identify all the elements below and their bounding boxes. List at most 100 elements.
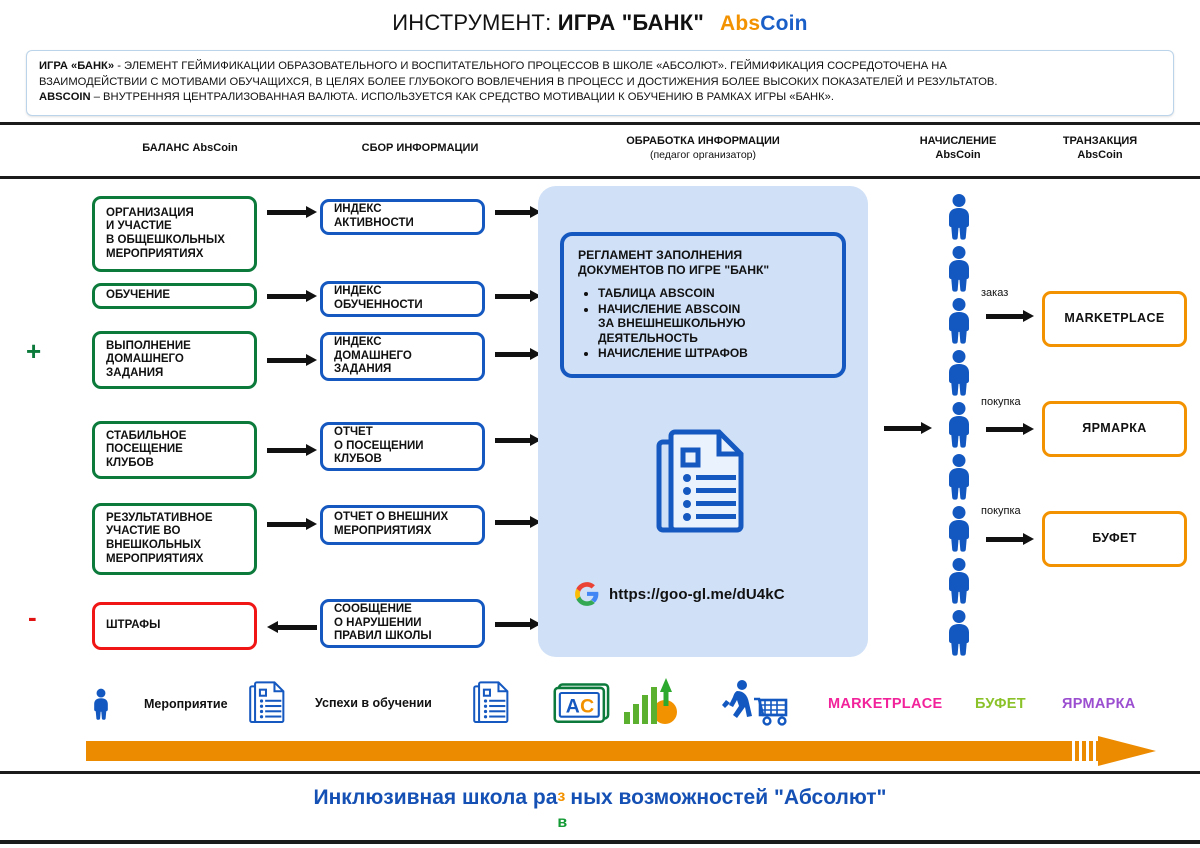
intro-line-3-rest: – ВНУТРЕННЯЯ ЦЕНТРАЛИЗОВАННАЯ ВАЛЮТА. ИС… — [90, 91, 834, 104]
regulations-title: РЕГЛАМЕНТ ЗАПОЛНЕНИЯ ДОКУМЕНТОВ ПО ИГРЕ … — [578, 248, 770, 277]
transaction-box-marketplace[interactable]: MARKETPLACE — [1042, 291, 1187, 347]
legend-strip: Мероприятие Успехи в обучении — [0, 676, 1200, 738]
footer-letter-v: в — [557, 814, 568, 831]
person-icon — [937, 297, 981, 344]
column-header-accrual-sub: AbsCoin — [935, 149, 981, 161]
info-box-homework-index[interactable]: ИНДЕКС ДОМАШНЕГО ЗАДАНИЯ — [320, 332, 485, 381]
intro-bold-abscoin: ABSCOIN — [39, 91, 91, 104]
person-icon — [937, 401, 981, 448]
column-header-balance: БАЛАНС AbsCoin — [60, 141, 320, 155]
regulations-item: ТАБЛИЦА ABSCOIN — [598, 286, 832, 301]
divider-top — [0, 122, 1200, 125]
balance-box-learning-label: ОБУЧЕНИЕ — [106, 289, 171, 302]
balance-box-homework-label: ВЫПОЛНЕНИЕ ДОМАШНЕГО ЗАДАНИЯ — [106, 339, 191, 379]
transaction-box-buffet-label: БУФЕТ — [1092, 531, 1137, 546]
google-g-icon — [575, 582, 599, 606]
arrow-panel-to-people — [884, 422, 932, 434]
balance-box-penalties-label: ШТРАФЫ — [106, 619, 161, 632]
shopper-cart-icon — [722, 680, 788, 726]
info-box-activity-index[interactable]: ИНДЕКС АКТИВНОСТИ — [320, 199, 485, 235]
divider-bottom — [0, 840, 1200, 844]
info-box-external-report-label: ОТЧЕТ О ВНЕШНИХ МЕРОПРИЯТИЯХ — [334, 511, 449, 537]
transaction-label-purchase-fair: покупка — [981, 396, 1021, 408]
info-box-homework-index-label: ИНДЕКС ДОМАШНЕГО ЗАДАНИЯ — [334, 336, 412, 376]
regulations-card: РЕГЛАМЕНТ ЗАПОЛНЕНИЯ ДОКУМЕНТОВ ПО ИГРЕ … — [560, 232, 846, 378]
info-box-violation-msg-label: СООБЩЕНИЕ О НАРУШЕНИИ ПРАВИЛ ШКОЛЫ — [334, 603, 432, 643]
people-column — [937, 193, 981, 661]
column-header-processing-sub: (педагог организатор) — [649, 149, 756, 161]
person-icon — [937, 609, 981, 656]
column-header-collection-title: СБОР ИНФОРМАЦИИ — [361, 142, 479, 154]
transaction-box-fair-label: ЯРМАРКА — [1082, 421, 1147, 436]
legend-word-fair: ЯРМАРКА — [1062, 696, 1136, 712]
arrow-index-homework-to-panel — [495, 348, 541, 360]
page-title-main: ИГРА "БАНК" — [557, 10, 704, 35]
transaction-label-purchase-buffet: покупка — [981, 505, 1021, 517]
legend-item-event: Мероприятие — [86, 682, 228, 726]
person-icon — [937, 505, 981, 552]
abscoin-logo-coin: Coin — [760, 12, 808, 35]
legend-item-shopper — [720, 678, 792, 728]
info-box-external-report[interactable]: ОТЧЕТ О ВНЕШНИХ МЕРОПРИЯТИЯХ — [320, 505, 485, 545]
page-title: ИНСТРУМЕНТ: ИГРА "БАНК"AbsCoin — [0, 10, 1200, 36]
legend-item-docs-2 — [473, 680, 511, 726]
svg-text:A: A — [566, 695, 580, 717]
abscoin-logo-abs: Abs — [719, 12, 761, 35]
balance-box-penalties[interactable]: ШТРАФЫ — [92, 602, 257, 650]
svg-text:C: C — [580, 695, 594, 717]
person-icon — [94, 688, 108, 720]
info-box-violation-msg[interactable]: СООБЩЕНИЕ О НАРУШЕНИИ ПРАВИЛ ШКОЛЫ — [320, 599, 485, 648]
column-header-processing: ОБРАБОТКА ИНФОРМАЦИИ (педагог организато… — [573, 134, 833, 162]
arrow-balance-to-index-activity — [267, 206, 317, 218]
transaction-box-buffet[interactable]: БУФЕТ — [1042, 511, 1187, 567]
arrow-index-activity-to-panel — [495, 206, 541, 218]
transaction-box-fair[interactable]: ЯРМАРКА — [1042, 401, 1187, 457]
divider-below-headers — [0, 176, 1200, 179]
balance-box-events[interactable]: ОРГАНИЗАЦИЯ И УЧАСТИЕ В ОБЩЕШКОЛЬНЫХ МЕР… — [92, 196, 257, 272]
arrow-balance-to-report-external — [267, 518, 317, 530]
info-box-learning-index-label: ИНДЕКС ОБУЧЕННОСТИ — [334, 285, 423, 311]
info-box-learning-index[interactable]: ИНДЕКС ОБУЧЕННОСТИ — [320, 281, 485, 317]
balance-box-homework[interactable]: ВЫПОЛНЕНИЕ ДОМАШНЕГО ЗАДАНИЯ — [92, 331, 257, 389]
arrow-violation-to-panel — [495, 618, 541, 630]
arrow-report-external-to-panel — [495, 516, 541, 528]
timeline-arrow — [86, 736, 1156, 766]
documents-icon — [473, 681, 509, 724]
intro-bold-game: ИГРА «БАНК» — [39, 60, 115, 72]
person-icon — [937, 349, 981, 396]
legend-label-learning-success: Успехи в обучении — [315, 696, 432, 710]
column-header-balance-title: БАЛАНС AbsCoin — [142, 142, 238, 154]
arrow-balance-to-index-homework — [267, 354, 317, 366]
divider-above-footer — [0, 771, 1200, 774]
sign-plus: + — [26, 336, 42, 366]
footer-letter-z: з — [557, 788, 566, 805]
google-form-url: https://goo-gl.me/dU4kC — [609, 585, 785, 603]
arrow-purchase-to-fair — [986, 423, 1034, 435]
balance-box-clubs[interactable]: СТАБИЛЬНОЕ ПОСЕЩЕНИЕ КЛУБОВ — [92, 421, 257, 479]
legend-word-marketplace: MARKETPLACE — [828, 696, 943, 712]
footer-part-1: Инклюзивная школа ра — [313, 786, 558, 809]
column-header-accrual: НАЧИСЛЕНИЕ AbsCoin — [868, 134, 1048, 162]
ac-cards-icon: A C — [553, 683, 610, 724]
arrow-index-learning-to-panel — [495, 290, 541, 302]
legend-word-buffet: БУФЕТ — [975, 696, 1026, 712]
intro-line-1: ИГРА «БАНК» - ЭЛЕМЕНТ ГЕЙМИФИКАЦИИ ОБРАЗ… — [39, 59, 1161, 75]
balance-box-external[interactable]: РЕЗУЛЬТАТИВНОЕ УЧАСТИЕ ВО ВНЕШКОЛЬНЫХ МЕ… — [92, 503, 257, 575]
balance-box-learning[interactable]: ОБУЧЕНИЕ — [92, 283, 257, 309]
person-icon — [937, 453, 981, 500]
sign-minus: - — [28, 602, 37, 632]
documents-icon — [249, 681, 285, 724]
info-box-clubs-report[interactable]: ОТЧЕТ О ПОСЕЩЕНИИ КЛУБОВ — [320, 422, 485, 471]
intro-line-1-rest: - ЭЛЕМЕНТ ГЕЙМИФИКАЦИИ ОБРАЗОВАТЕЛЬНОГО … — [114, 60, 947, 72]
person-icon — [937, 557, 981, 604]
balance-box-clubs-label: СТАБИЛЬНОЕ ПОСЕЩЕНИЕ КЛУБОВ — [106, 429, 187, 469]
arrow-balance-to-index-learning — [267, 290, 317, 302]
processing-panel: РЕГЛАМЕНТ ЗАПОЛНЕНИЯ ДОКУМЕНТОВ ПО ИГРЕ … — [538, 186, 868, 657]
bar-chart-growth-icon — [624, 678, 677, 724]
google-form-link[interactable]: https://goo-gl.me/dU4kC — [574, 581, 785, 607]
arrow-report-clubs-to-panel — [495, 434, 541, 446]
column-header-transaction-title: ТРАНЗАКЦИЯ — [1062, 135, 1138, 147]
person-icon — [937, 245, 981, 292]
